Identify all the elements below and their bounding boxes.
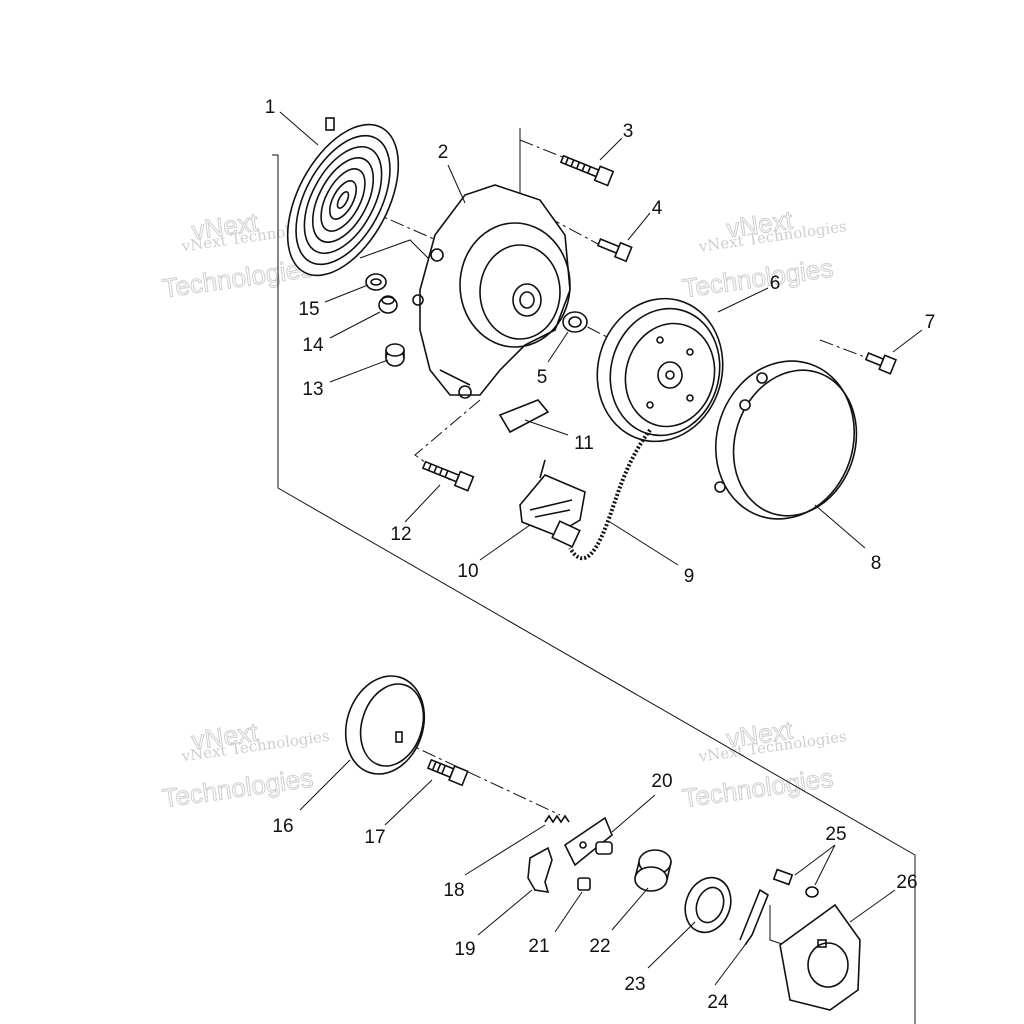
watermark-bottom-left: vNext vNext Technologies Technologies bbox=[160, 716, 331, 814]
callout-3: 3 bbox=[623, 121, 634, 142]
spring bbox=[544, 814, 570, 824]
callout-25: 25 bbox=[825, 824, 846, 845]
spacer bbox=[385, 343, 405, 367]
callout-21: 21 bbox=[528, 936, 549, 957]
bolt4-axis bbox=[524, 204, 601, 246]
center-axis-lower bbox=[399, 739, 561, 816]
bolt-7 bbox=[864, 352, 898, 375]
bolt-3 bbox=[559, 154, 615, 187]
callout-16: 16 bbox=[272, 816, 293, 837]
callout-6: 6 bbox=[770, 273, 781, 294]
watermark-bottom-right: vNext vNext Technologies Technologies bbox=[680, 714, 848, 814]
handle-insert bbox=[498, 399, 550, 434]
collar bbox=[634, 849, 672, 892]
callout-19: 19 bbox=[454, 939, 475, 960]
callout-10: 10 bbox=[457, 561, 478, 582]
callout-7: 7 bbox=[925, 312, 936, 333]
callout-labels: 1 2 3 4 5 6 7 8 9 10 11 12 13 14 15 16 1… bbox=[265, 97, 936, 1013]
washer bbox=[365, 273, 387, 291]
callout-22: 22 bbox=[589, 936, 610, 957]
callout-24: 24 bbox=[707, 992, 729, 1013]
callout-4: 4 bbox=[652, 198, 663, 219]
return-spring bbox=[739, 888, 769, 946]
handle bbox=[519, 459, 586, 548]
rope-pulley bbox=[596, 297, 724, 443]
bolt3-axis bbox=[519, 139, 571, 161]
retainer-plate bbox=[779, 903, 861, 1011]
cover bbox=[714, 360, 858, 520]
pin bbox=[577, 877, 591, 891]
callout-1: 1 bbox=[265, 97, 276, 118]
pawl bbox=[527, 846, 553, 893]
drive-cup bbox=[344, 675, 426, 775]
watermark-big-2: Technologies bbox=[160, 253, 314, 304]
bolt-12 bbox=[421, 460, 475, 492]
ratchet-assembly bbox=[563, 816, 613, 867]
callout-9: 9 bbox=[684, 566, 695, 587]
nut bbox=[378, 295, 398, 314]
watermark-big-2: Technologies bbox=[160, 763, 314, 814]
callout-18: 18 bbox=[443, 880, 464, 901]
watermark-big-2: Technologies bbox=[680, 763, 834, 814]
callout-5: 5 bbox=[537, 367, 548, 388]
starter-housing bbox=[412, 184, 571, 399]
watermark-top-right: vNext vNext Technologies Technologies bbox=[680, 204, 848, 304]
callout-13: 13 bbox=[302, 379, 323, 400]
starter-rope bbox=[568, 428, 652, 561]
bushing bbox=[562, 311, 588, 333]
callout-20: 20 bbox=[651, 771, 672, 792]
bolt-4 bbox=[596, 238, 633, 263]
friction-plate bbox=[684, 876, 732, 934]
callout-8: 8 bbox=[871, 553, 882, 574]
callout-17: 17 bbox=[364, 827, 385, 848]
callout-15: 15 bbox=[298, 299, 319, 320]
bolt-17 bbox=[426, 758, 469, 787]
watermark-big-2: Technologies bbox=[680, 253, 834, 304]
frame-line bbox=[272, 154, 916, 1024]
callout-12: 12 bbox=[390, 524, 411, 545]
callout-14: 14 bbox=[302, 335, 324, 356]
callout-23: 23 bbox=[624, 974, 645, 995]
screw-washer bbox=[772, 868, 819, 898]
leader-lines bbox=[279, 111, 923, 986]
spring-hook bbox=[325, 117, 335, 131]
callout-26: 26 bbox=[896, 872, 917, 893]
recoil-spring bbox=[286, 123, 400, 277]
callout-2: 2 bbox=[438, 142, 449, 163]
callout-11: 11 bbox=[574, 433, 594, 454]
